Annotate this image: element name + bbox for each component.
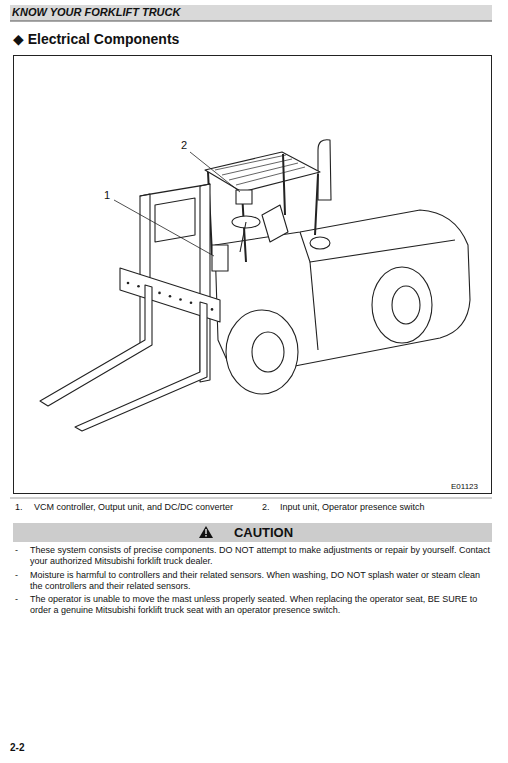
caution-heading: CAUTION: [13, 523, 492, 542]
caution-word: CAUTION: [234, 523, 293, 542]
bullet-dash: -: [15, 570, 18, 581]
fork-right: [75, 302, 207, 431]
warning-mark: [205, 529, 207, 534]
carriage-hole: [179, 298, 182, 301]
exhaust-pipe: [318, 140, 331, 200]
caution-text: The operator is unable to move the mast …: [30, 594, 492, 617]
load-backrest: [155, 198, 195, 242]
controller-box: [212, 245, 228, 271]
figure-code: E01123: [451, 482, 478, 492]
mast-top-bar: [140, 184, 210, 196]
fork-left: [40, 285, 152, 406]
page-title: ◆ Electrical Components: [13, 31, 179, 49]
caution-band: [13, 523, 492, 542]
list-text: Input unit, Operator presence switch: [280, 502, 425, 513]
bullet-dash: -: [15, 594, 18, 605]
page-number: 2-2: [10, 742, 24, 755]
running-header: KNOW YOUR FORKLIFT TRUCK: [12, 6, 180, 20]
header-band: [10, 5, 492, 21]
body-edge: [310, 262, 318, 350]
forklift-illustration: [40, 140, 470, 431]
input-unit-box: [236, 190, 252, 204]
list-number: 2.: [262, 502, 270, 513]
carriage-hole: [169, 295, 172, 298]
rear-hub: [392, 286, 420, 324]
callout-number: 2: [181, 139, 187, 153]
carriage-hole: [190, 302, 193, 305]
carriage-hole: [158, 292, 161, 295]
callout-number: 1: [104, 189, 110, 203]
caution-text: These system consists of precise compone…: [30, 545, 492, 568]
leader-line: [190, 152, 240, 192]
list-text: VCM controller, Output unit, and DC/DC c…: [34, 502, 233, 513]
list-rule: [10, 498, 492, 499]
front-wheel: [226, 310, 298, 394]
rear-wheel: [372, 267, 432, 343]
guard-slats: [215, 155, 305, 185]
overhead-guard: [205, 152, 320, 192]
warning-mark: [205, 535, 207, 537]
list-number: 1.: [15, 502, 23, 513]
carriage-hole: [127, 282, 130, 285]
carriage-hole: [211, 308, 214, 311]
warning-triangle: [199, 526, 213, 538]
hood-cap: [310, 237, 330, 249]
header-rule: [10, 21, 492, 22]
carriage-hole: [137, 285, 140, 288]
body-edge: [300, 232, 455, 262]
caution-text: Moisture is harmful to controllers and t…: [30, 570, 492, 593]
figure-frame: [14, 56, 492, 494]
truck-body: [215, 210, 470, 378]
steering-column: [240, 222, 246, 252]
bullet-dash: -: [15, 545, 18, 556]
leader-line: [114, 200, 214, 256]
operator-seat: [262, 205, 288, 242]
front-hub: [252, 332, 284, 372]
